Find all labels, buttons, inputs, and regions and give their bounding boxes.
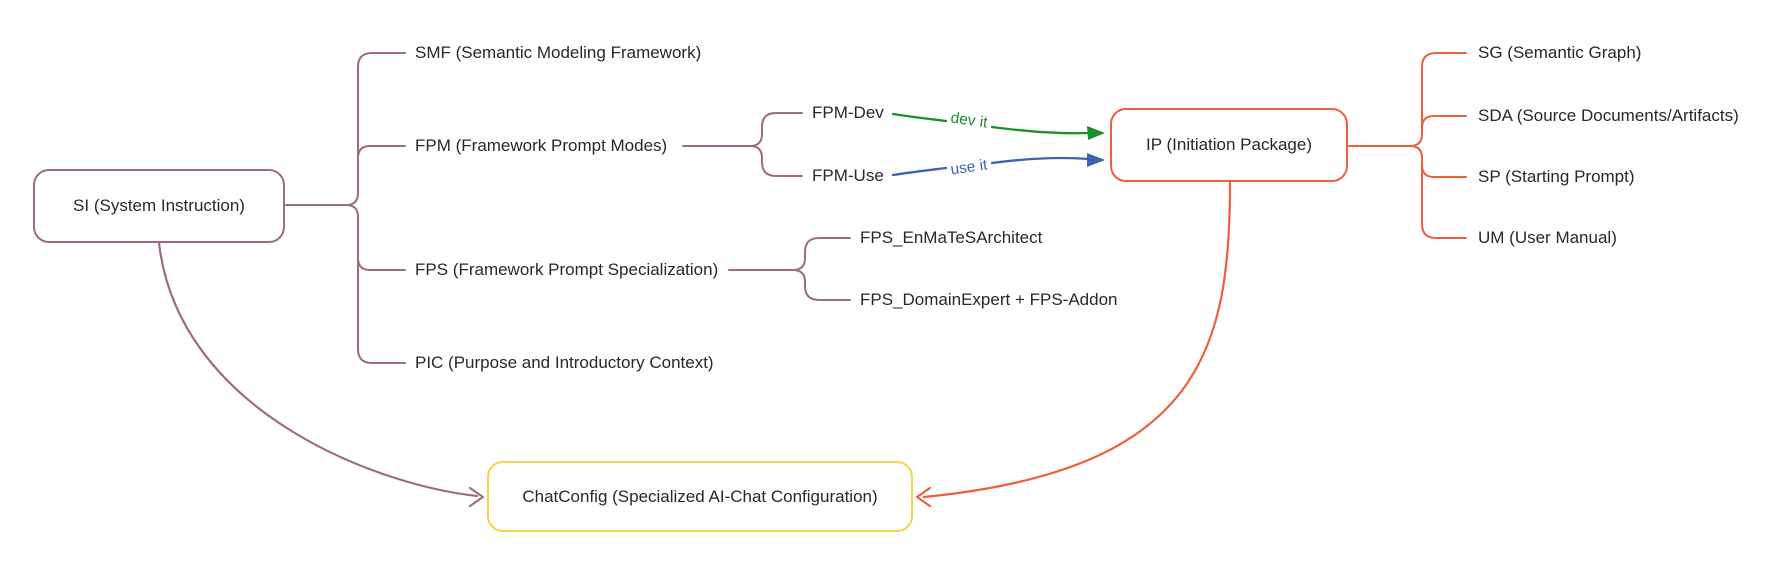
ip-branch-lines xyxy=(1348,52,1467,239)
si-branch-lines xyxy=(285,52,851,364)
label-fpm-dev[interactable]: FPM-Dev xyxy=(812,103,884,122)
si-to-chatconfig-arrowhead xyxy=(468,486,485,508)
dev-arrowhead xyxy=(1087,126,1105,140)
label-sg[interactable]: SG (Semantic Graph) xyxy=(1478,43,1642,62)
fps-brace-line xyxy=(792,237,851,301)
ip-to-chatconfig-curve xyxy=(922,181,1232,499)
ip-sda-stub-line xyxy=(1421,115,1467,129)
label-fps-domainexpert-addon[interactable]: FPS_DomainExpert + FPS-Addon xyxy=(860,290,1118,309)
si-fpm-stub-line xyxy=(357,145,406,159)
node-chatconfig[interactable]: ChatConfig (Specialized AI-Chat Configur… xyxy=(487,461,913,532)
dev-arrow-shaft-left xyxy=(891,112,948,123)
use-arrow xyxy=(891,153,1105,177)
ip-to-chatconfig-arrowhead xyxy=(915,486,932,508)
label-sda[interactable]: SDA (Source Documents/Artifacts) xyxy=(1478,106,1739,125)
si-spine-line xyxy=(345,52,406,364)
label-sp[interactable]: SP (Starting Prompt) xyxy=(1478,167,1635,186)
node-chatconfig-label: ChatConfig (Specialized AI-Chat Configur… xyxy=(522,486,878,506)
ip-sp-stub-line xyxy=(1421,164,1467,178)
dev-arrow xyxy=(891,112,1105,140)
ip-to-chatconfig-arrow xyxy=(915,181,1232,508)
node-si[interactable]: SI (System Instruction) xyxy=(33,169,285,243)
si-to-chatconfig-arrow xyxy=(157,241,485,508)
node-ip[interactable]: IP (Initiation Package) xyxy=(1110,108,1348,182)
label-fps-enmatesarchitect[interactable]: FPS_EnMaTeSArchitect xyxy=(860,228,1043,247)
si-fps-stub-line xyxy=(357,257,406,271)
label-fps[interactable]: FPS (Framework Prompt Specialization) xyxy=(415,260,719,279)
label-fpm[interactable]: FPM (Framework Prompt Modes) xyxy=(415,136,668,155)
use-arrowhead xyxy=(1087,153,1105,167)
node-ip-label: IP (Initiation Package) xyxy=(1146,135,1312,154)
node-si-label: SI (System Instruction) xyxy=(73,196,245,215)
si-to-chatconfig-curve xyxy=(157,241,479,498)
use-arrow-shaft-left xyxy=(891,166,948,177)
label-fpm-use[interactable]: FPM-Use xyxy=(812,166,884,185)
use-arrow-shaft-right xyxy=(990,156,1091,165)
dev-arrow-shaft-right xyxy=(990,125,1091,135)
label-pic[interactable]: PIC (Purpose and Introductory Context) xyxy=(415,353,714,372)
ip-spine-line xyxy=(1409,52,1467,239)
label-smf[interactable]: SMF (Semantic Modeling Framework) xyxy=(415,43,702,62)
label-um[interactable]: UM (User Manual) xyxy=(1478,228,1617,247)
fpm-brace-line xyxy=(749,112,803,177)
